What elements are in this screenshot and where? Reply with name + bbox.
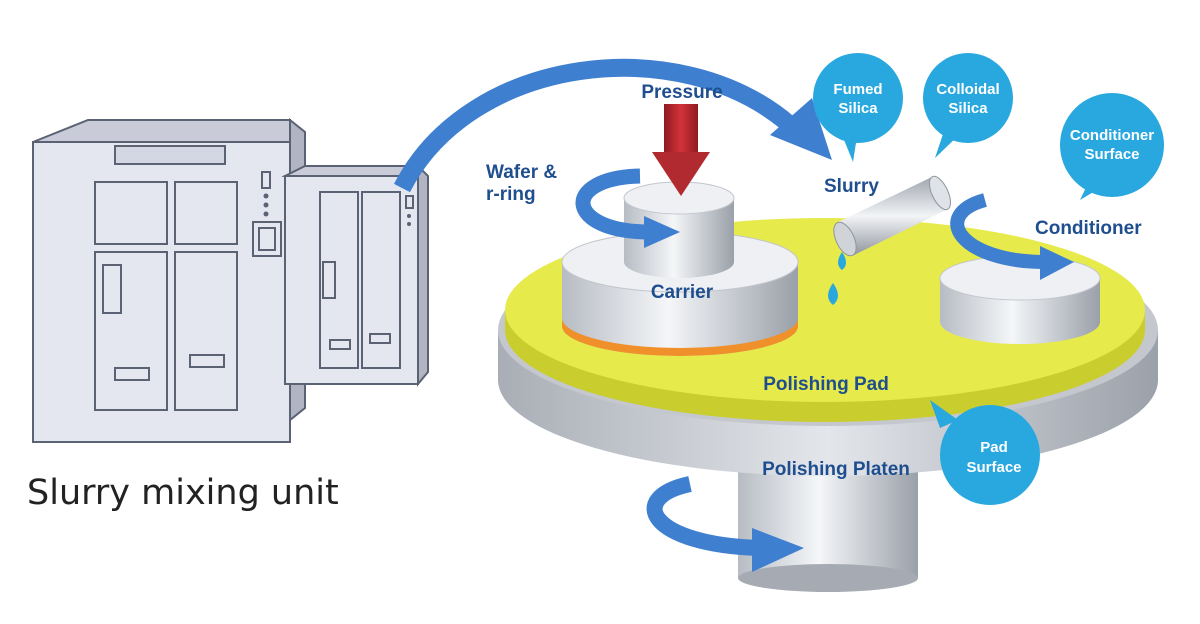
conditioner-rotation-arrow	[950, 193, 1074, 280]
pad-surface-line2: Surface	[966, 459, 1021, 476]
fumed-silica-line1: Fumed	[833, 81, 882, 98]
slurry-nozzle	[833, 175, 952, 257]
conditioner-surface-line1: Conditioner	[1070, 127, 1154, 144]
slurry-drops	[828, 252, 846, 305]
pressure-label: Pressure	[641, 82, 722, 103]
carrier-label: Carrier	[651, 282, 714, 303]
conditioner	[939, 255, 1101, 344]
bubble-pad-surface: Pad Surface	[930, 400, 1040, 505]
small-cabinet	[281, 163, 429, 387]
pressure-arrow	[652, 104, 710, 196]
slurry-feed-arrow	[393, 58, 832, 193]
slurry-label: Slurry	[824, 176, 879, 197]
colloidal-silica-line1: Colloidal	[936, 81, 999, 98]
fumed-silica-line2: Silica	[838, 100, 878, 117]
bubble-fumed-silica: Fumed Silica	[813, 53, 903, 162]
slurry-mixing-unit	[32, 117, 429, 443]
bubble-colloidal-silica: Colloidal Silica	[923, 53, 1013, 158]
conditioner-surface-line2: Surface	[1084, 146, 1139, 163]
polishing-platen-label: Polishing Platen	[762, 459, 910, 480]
bubble-conditioner-surface: Conditioner Surface	[1060, 93, 1164, 200]
colloidal-silica-line2: Silica	[948, 100, 988, 117]
conditioner-label: Conditioner	[1035, 218, 1142, 239]
large-cabinet	[32, 117, 306, 443]
wafer-label-line1: Wafer &	[486, 162, 557, 183]
wafer-label-line2: r-ring	[486, 184, 536, 205]
platen-rotation-arrow	[646, 476, 804, 572]
polishing-pad-label: Polishing Pad	[763, 374, 889, 395]
slurry-mixing-unit-caption: Slurry mixing unit	[27, 473, 339, 513]
pad-surface-line1: Pad	[980, 439, 1008, 456]
wafer-rotation-arrow	[575, 168, 680, 248]
